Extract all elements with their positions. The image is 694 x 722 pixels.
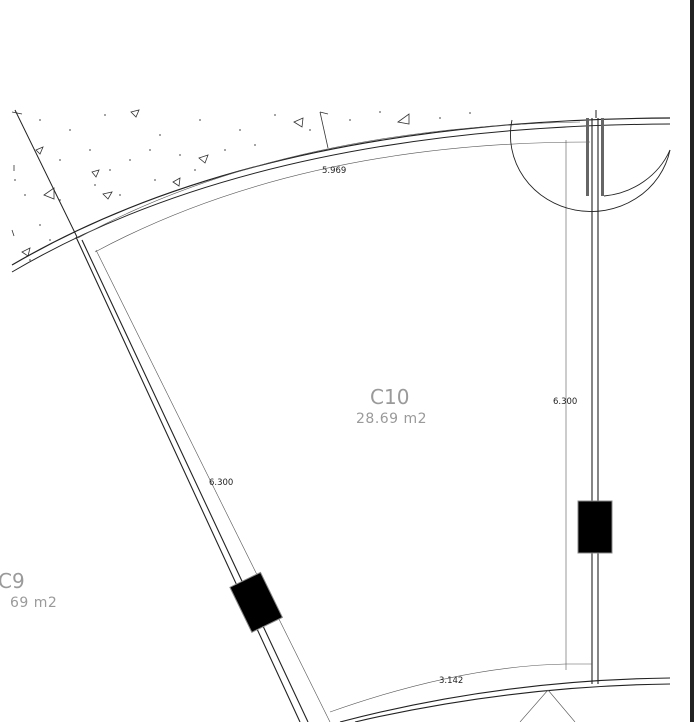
dimension-top-arc: 5.969 <box>322 166 346 176</box>
viewport-border <box>690 0 694 722</box>
column-block-left <box>229 571 284 633</box>
circular-column-outline <box>509 119 671 212</box>
outer-curved-wall <box>11 117 671 273</box>
room-area-c10: 28.69 m2 <box>356 411 427 427</box>
column-block-right <box>577 500 613 554</box>
inner-curved-wall <box>329 663 671 722</box>
exterior-hatch-triangles <box>21 109 410 257</box>
exterior-hatch-ticks <box>11 111 329 237</box>
room-area-c9: 69 m2 <box>10 595 57 611</box>
dimension-bottom-arc: 3.142 <box>439 676 463 686</box>
right-straight-wall <box>565 110 604 684</box>
room-name-c10: C10 <box>370 385 409 409</box>
circular-column-outline-right <box>603 149 671 197</box>
exterior-boundary-line <box>14 109 78 238</box>
left-angled-wall <box>75 236 331 722</box>
exterior-paving-hatch <box>14 111 471 261</box>
dimension-right-wall: 6.300 <box>553 397 577 407</box>
dimension-left-wall: 6.300 <box>209 478 233 488</box>
room-name-c9: C9 <box>0 569 25 593</box>
